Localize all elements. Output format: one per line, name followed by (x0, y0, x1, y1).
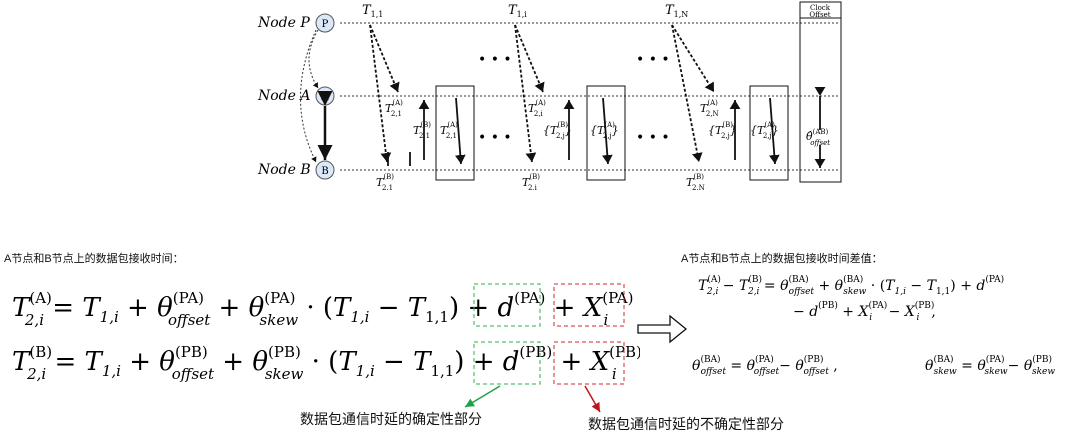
left-caption: A节点和B节点上的数据包接收时间： (4, 253, 184, 265)
node-b-label: Node B (257, 162, 311, 178)
broadcast-arrows (369, 24, 715, 163)
offset-title: Offset (809, 11, 830, 19)
svg-text:T(A)2,N: T(A)2,N (700, 99, 719, 118)
left-equations: T(A)2,i = T1,i + θ(PA)offset + θ(PA)skew… (12, 283, 640, 413)
t1n-label: T1,N (665, 3, 688, 19)
ellipsis-3: • • • (478, 130, 512, 146)
svg-text:T(B)2,N: T(B)2,N (686, 173, 705, 190)
green-box-1 (473, 283, 541, 327)
svg-text:T(B)2,1: T(B)2,1 (413, 121, 431, 140)
red-caption: 数据包通信时延的不确定性部分 (588, 416, 784, 432)
clock-title: Clock (810, 4, 831, 12)
circle-p: P (322, 19, 329, 30)
ellipsis-4: • • • (636, 130, 670, 146)
node-p-label: Node P (257, 15, 310, 31)
svg-text:{T(B)2,j}: {T(B)2,j} (708, 121, 737, 140)
red-box-1 (553, 283, 625, 327)
red-box-2 (553, 341, 625, 385)
svg-text:T(B)2,1: T(B)2,1 (376, 173, 394, 190)
sync-timing-diagram: Node P Node A Node B P A B T1,1 T1,i T1,… (257, 1, 842, 190)
timelines (340, 22, 840, 171)
svg-text:θ(BA)offset = θ(PA)offset− θ(P: θ(BA)offset = θ(PA)offset− θ(PB)offset , (692, 354, 838, 377)
green-caption: 数据包通信时延的确定性部分 (300, 411, 482, 427)
svg-text:− d(PB) + X(PA)i − X(PB)i,: − d(PB) + X(PA)i − X(PB)i, (793, 300, 936, 323)
svg-text:T(A)2,i: T(A)2,i (528, 99, 546, 118)
svg-text:θ(BA)skew = θ(PA)skew− θ(PB)sk: θ(BA)skew = θ(PA)skew− θ(PB)skew (925, 354, 1055, 377)
t1i-label: T1,i (508, 3, 527, 19)
svg-text:T(A)2,1: T(A)2,1 (440, 121, 458, 140)
green-arrow (464, 385, 501, 408)
svg-text:θ̂(AB)offset: θ̂(AB)offset (806, 128, 830, 147)
svg-text:{T(B)2,j}: {T(B)2,j} (543, 121, 572, 140)
svg-text:T(B)2,i = T1,i + θ(PB)offset +: T(B)2,i = T1,i + θ(PB)offset + θ(PB)skew… (12, 343, 640, 383)
red-arrow (584, 385, 601, 413)
circle-a: A (320, 92, 329, 103)
svg-text:T(A)2,i − T(B)2,i = θ(BA)off: T(A)2,i − T(B)2,i = θ(BA)offset + θ(BA)s… (698, 274, 1004, 297)
ellipsis-2: • • • (636, 52, 670, 68)
svg-text:{T(A)2,j}: {T(A)2,j} (750, 121, 779, 140)
right-equations: T(A)2,i − T(B)2,i = θ(BA)offset + θ(BA)s… (692, 274, 1055, 377)
node-a-label: Node A (257, 88, 311, 104)
implies-arrow (637, 314, 688, 344)
green-box-2 (473, 341, 541, 385)
t11-label: T1,1 (362, 3, 383, 19)
circle-b: B (321, 166, 328, 177)
right-caption: A节点和B节点上的数据包接收时间差值： (681, 253, 883, 265)
svg-text:T(B)2,i: T(B)2,i (522, 173, 540, 190)
ellipsis-1: • • • (478, 52, 512, 68)
svg-text:T(A)2,1: T(A)2,1 (385, 99, 403, 118)
